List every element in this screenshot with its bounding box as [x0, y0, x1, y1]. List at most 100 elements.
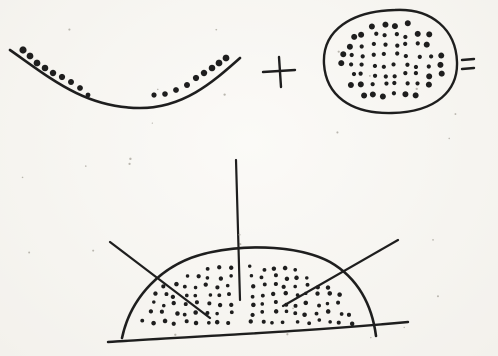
disc-dot — [427, 64, 431, 68]
dome-dot — [161, 284, 165, 288]
dome-dot — [204, 282, 208, 286]
disc-dot — [429, 54, 433, 58]
dome-dot — [229, 303, 233, 307]
disc-dot — [382, 65, 386, 69]
disc-dot — [405, 20, 411, 26]
dome-dot — [140, 319, 144, 323]
disc-outline — [324, 10, 457, 113]
plus-operator — [263, 57, 295, 87]
dome-dot — [303, 301, 308, 306]
dome-dot — [283, 291, 287, 295]
dome-dot — [206, 267, 210, 271]
dome-dot — [193, 310, 198, 315]
dome-dot — [195, 300, 199, 304]
dome-dot — [227, 292, 231, 296]
arc-dot — [209, 65, 216, 72]
equals-operator — [462, 59, 474, 69]
dome-dot — [229, 266, 233, 270]
disc-dot — [403, 42, 407, 46]
dome-dot — [206, 276, 210, 280]
paper-speck — [437, 295, 439, 297]
dome-vertical-ray — [236, 160, 240, 300]
disc-dot — [395, 44, 399, 48]
paper-speck — [432, 239, 434, 241]
disc-dot — [395, 32, 399, 36]
dome-dot — [226, 321, 230, 325]
dome-dot — [263, 268, 267, 272]
disc-dot — [384, 81, 388, 85]
dome-dot — [218, 303, 222, 307]
disc-dot — [415, 81, 419, 85]
disc-dot — [439, 71, 445, 77]
paper-speck — [28, 252, 30, 254]
disc-dot — [426, 31, 432, 37]
disc-dot — [373, 64, 377, 68]
disc-dot — [338, 60, 344, 66]
paper-speck — [454, 113, 456, 115]
dome-dot — [183, 313, 187, 317]
paper-speck — [448, 138, 450, 140]
dome-dot — [281, 320, 285, 324]
dome-dot — [328, 320, 332, 324]
disc-dot — [426, 73, 432, 79]
disc-dot — [418, 55, 422, 59]
disc-dot — [402, 91, 408, 97]
disc-dot — [370, 91, 376, 97]
paper-speck — [129, 158, 131, 160]
disc-dot — [391, 62, 395, 66]
dome-dot — [194, 286, 198, 290]
paper-speck — [292, 308, 294, 310]
disc-dot — [347, 44, 353, 50]
dome-dots — [140, 264, 354, 325]
arc-line — [10, 50, 240, 108]
paper-speck — [336, 131, 338, 133]
dome-dot — [251, 303, 256, 308]
paper-speck — [403, 327, 404, 328]
dotted-dome — [108, 160, 408, 342]
dome-dot — [185, 294, 189, 298]
dome-dot — [293, 285, 297, 289]
arc-dot — [173, 87, 179, 93]
disc-dot — [404, 54, 408, 58]
disc-dot — [416, 41, 420, 45]
dome-dot — [336, 301, 340, 305]
paper-speck — [223, 93, 225, 95]
disc-dot — [393, 74, 397, 78]
dome-dot — [274, 282, 278, 286]
dome-dot — [172, 301, 176, 305]
dome-dot — [172, 322, 176, 326]
arc-dot — [77, 85, 83, 91]
dome-dot — [152, 300, 155, 303]
disc-dot — [359, 72, 363, 76]
dome-dot — [317, 304, 321, 308]
disc-dot — [374, 32, 378, 36]
dome-dot — [350, 322, 354, 326]
paper-speck — [92, 250, 94, 252]
disc-dot — [403, 35, 407, 39]
dome-dot — [271, 292, 275, 296]
paper-speck — [22, 177, 24, 179]
disc-dot — [415, 31, 421, 37]
disc-dot — [392, 91, 396, 95]
dome-dot — [284, 303, 288, 307]
dome-dot — [193, 294, 197, 298]
equals-bottom-stroke — [462, 68, 474, 69]
dome-dot — [207, 321, 211, 325]
disc-dot — [351, 34, 357, 40]
dome-dot — [249, 319, 253, 323]
dome-dot — [315, 312, 319, 316]
dome-dot — [185, 319, 189, 323]
dome-dot — [171, 295, 175, 299]
dome-dot — [327, 291, 332, 296]
arc-dot — [184, 82, 190, 88]
paper-speck — [338, 51, 340, 53]
dome-dot — [162, 304, 166, 308]
arc-dot — [216, 60, 223, 67]
disc-dot — [340, 51, 346, 57]
arc-dot — [59, 74, 65, 80]
dome-dot — [318, 318, 322, 322]
arc-dot — [68, 79, 74, 85]
dome-dot — [160, 310, 164, 314]
disc-dot — [392, 81, 396, 85]
